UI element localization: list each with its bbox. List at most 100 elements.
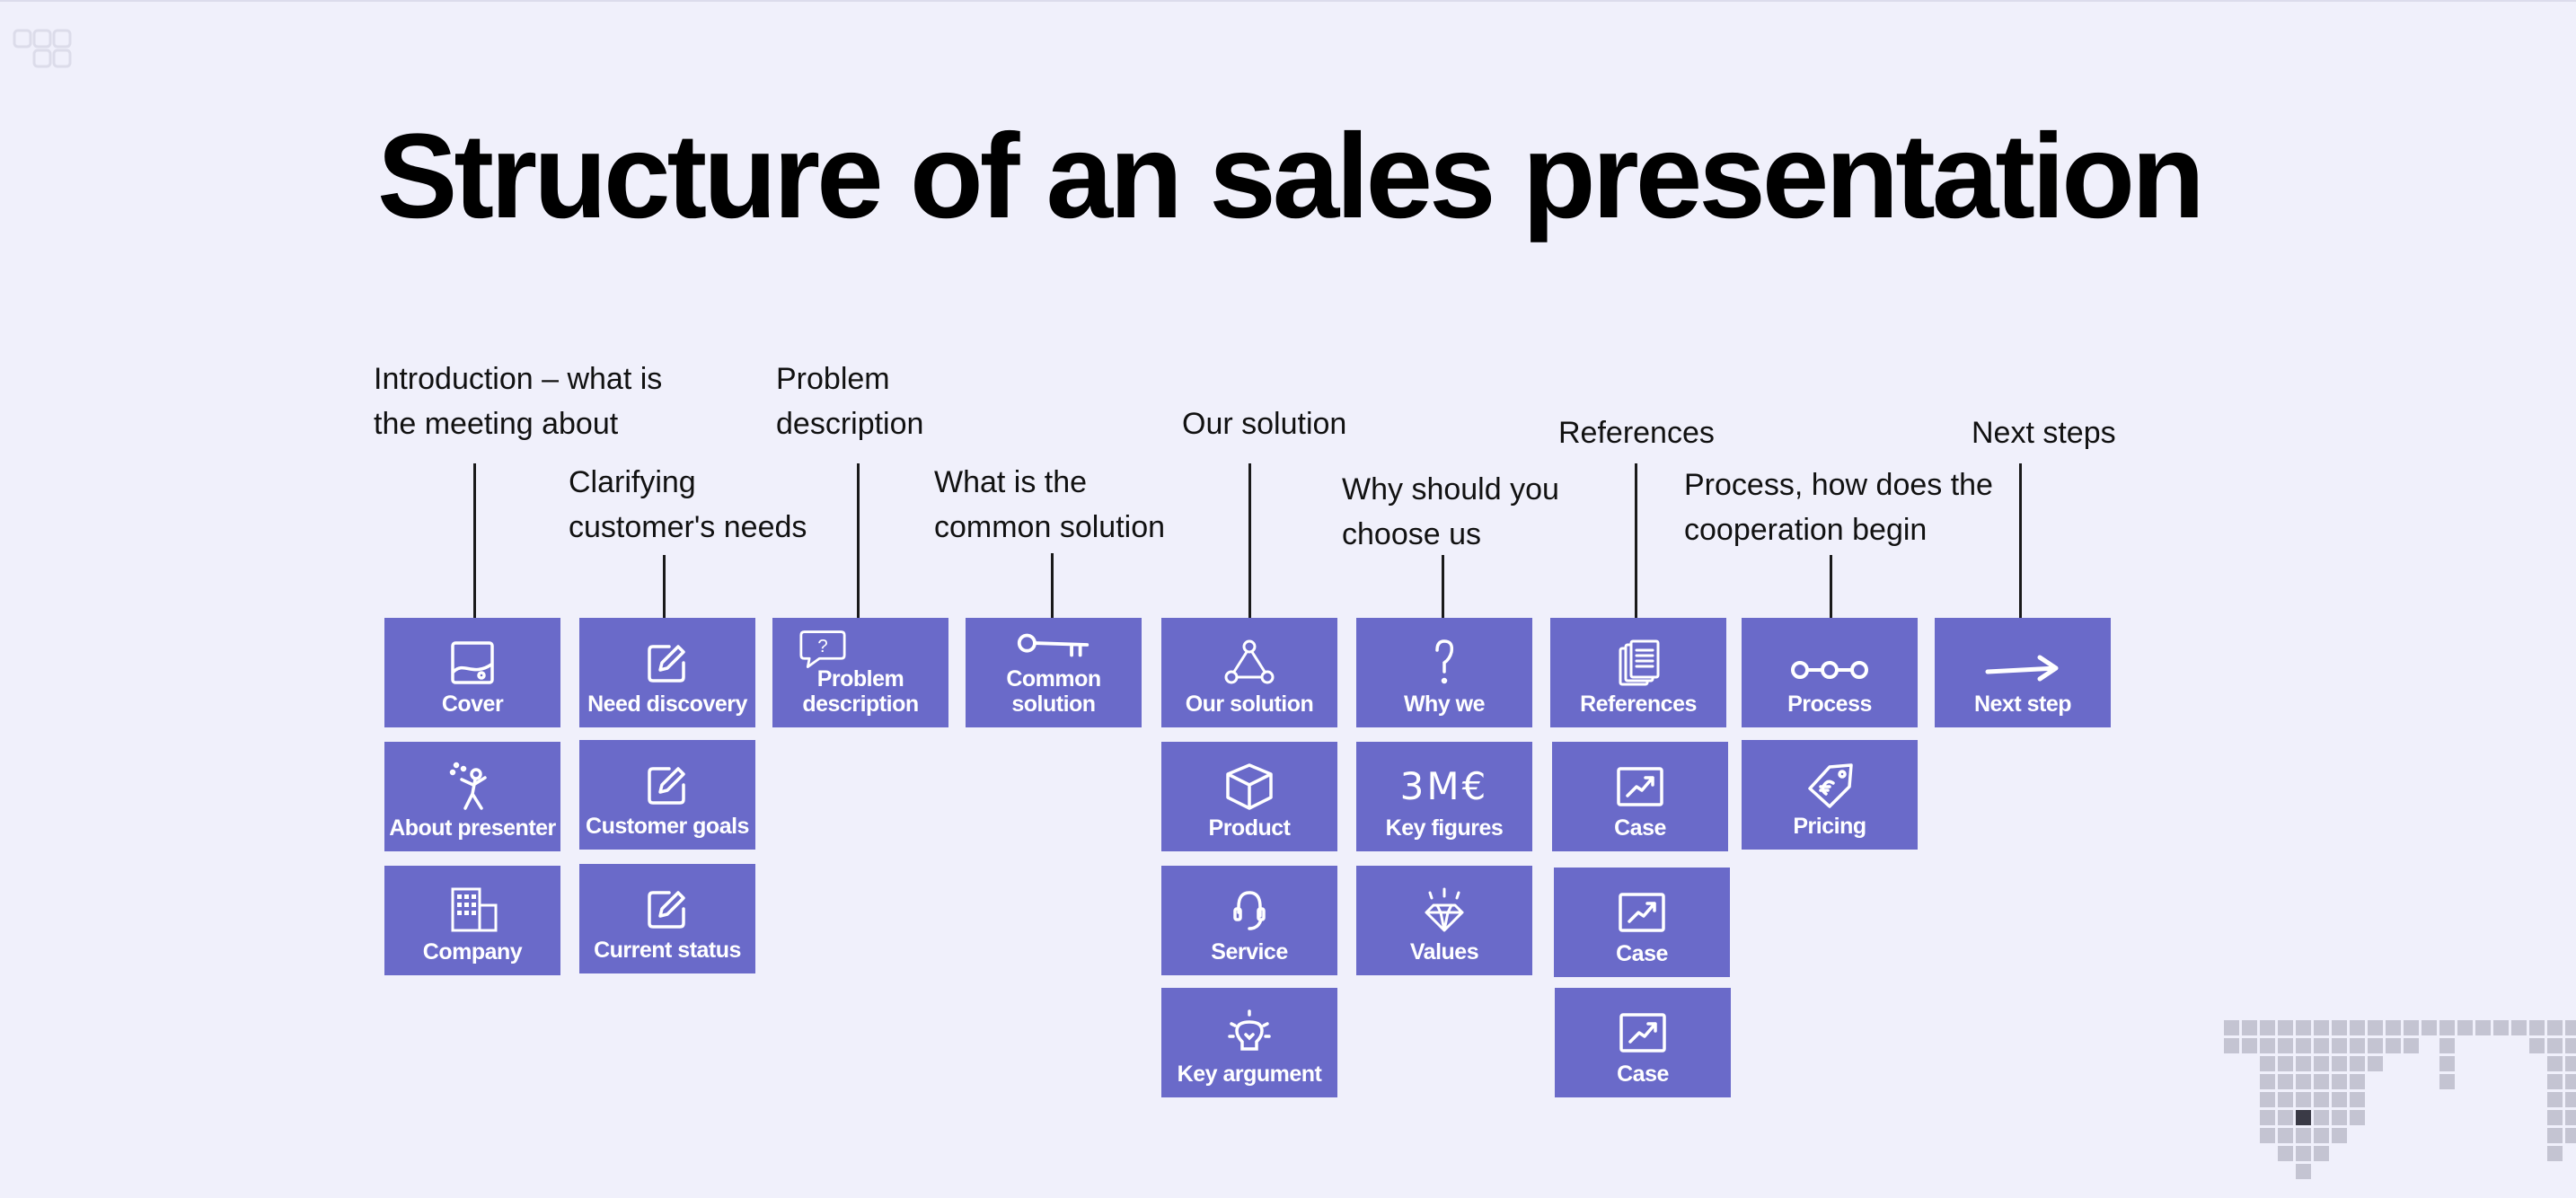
pixel-square <box>2296 1110 2311 1125</box>
documents-icon <box>1619 639 1660 686</box>
pixel-square <box>2224 1038 2239 1053</box>
pixel-square <box>2260 1038 2275 1053</box>
pixel-square <box>2493 1020 2509 1035</box>
tile-label: Cover <box>441 691 504 717</box>
tile-references[interactable]: References <box>1550 618 1726 727</box>
pixel-square <box>2260 1020 2275 1035</box>
label-why-choose-us: Why should you choose us <box>1342 472 1559 551</box>
pixel-square <box>2278 1074 2293 1089</box>
pixel-square <box>2547 1020 2563 1035</box>
pixel-square <box>2296 1128 2311 1143</box>
pixel-square <box>2439 1074 2455 1089</box>
tile-label: Next step <box>1973 691 2072 717</box>
tile-key-figures[interactable]: 3M€ Key figures <box>1356 742 1532 851</box>
pixel-square <box>2296 1092 2311 1107</box>
tile-label: References <box>1580 691 1697 717</box>
tile-label: Key figures <box>1385 815 1504 841</box>
tile-label: Current status <box>594 938 741 963</box>
connector-common <box>1051 553 1054 618</box>
pixel-square <box>2565 1092 2576 1107</box>
triangle-nodes-icon <box>1224 639 1275 684</box>
tile-case-1[interactable]: Case <box>1552 742 1728 851</box>
tile-case-2[interactable]: Case <box>1554 868 1730 977</box>
pixel-square <box>2350 1020 2365 1035</box>
tile-label: Customer goals <box>586 814 749 839</box>
tile-our-solution[interactable]: Our solution <box>1161 618 1337 727</box>
pixel-square <box>2332 1020 2347 1035</box>
label-common-solution: What is the common solution <box>934 465 1166 544</box>
tile-need-discovery[interactable]: Need discovery <box>579 618 755 727</box>
tile-problem-description[interactable]: ? Problem description <box>772 618 948 727</box>
tile-customer-goals[interactable]: Customer goals <box>579 740 755 850</box>
pixel-square <box>2350 1074 2365 1089</box>
juggler-icon <box>449 762 487 810</box>
tile-company[interactable]: Company <box>384 866 560 975</box>
pixel-square <box>2350 1056 2365 1071</box>
headset-icon <box>1233 891 1266 930</box>
pixel-square <box>2314 1074 2329 1089</box>
pixel-square <box>2457 1020 2473 1035</box>
label-our-solution: Our solution <box>1182 407 1347 441</box>
connector-process <box>1830 555 1832 618</box>
tile-label: Case <box>1614 815 1666 841</box>
pixel-square <box>2422 1020 2437 1035</box>
pixel-square <box>2350 1110 2365 1125</box>
pixel-square <box>2242 1020 2257 1035</box>
pixel-square <box>2314 1056 2329 1071</box>
chart-up-icon <box>1619 893 1665 932</box>
pixel-square <box>2278 1092 2293 1107</box>
pixel-square <box>2368 1020 2383 1035</box>
tile-label: Key argument <box>1177 1061 1322 1087</box>
pixel-square <box>2547 1128 2563 1143</box>
tile-about-presenter[interactable]: About presenter <box>384 742 560 851</box>
pixel-square <box>2565 1074 2576 1089</box>
tile-process[interactable]: Process <box>1742 618 1918 727</box>
pixel-square <box>2565 1056 2576 1071</box>
tile-key-argument[interactable]: Key argument <box>1161 988 1337 1097</box>
pixel-square <box>2296 1164 2311 1179</box>
pixel-square <box>2332 1092 2347 1107</box>
connector-next-steps <box>2019 463 2022 618</box>
tile-product[interactable]: Product <box>1161 742 1337 851</box>
label-problem: Problem description <box>776 362 924 441</box>
pixel-square <box>2565 1020 2576 1035</box>
pixel-square <box>2260 1092 2275 1107</box>
page-title: Structure of an sales presentation <box>377 110 2205 243</box>
top-border <box>0 0 2576 2</box>
pixel-square <box>2565 1110 2576 1125</box>
pixel-square <box>2314 1146 2329 1161</box>
pixel-square <box>2475 1020 2491 1035</box>
pixel-square <box>2332 1128 2347 1143</box>
tile-why-we[interactable]: Why we <box>1356 618 1532 727</box>
label-references: References <box>1558 416 1715 450</box>
pixel-square <box>2439 1056 2455 1071</box>
tile-cover[interactable]: Cover <box>384 618 560 727</box>
pixel-square <box>2547 1092 2563 1107</box>
tile-label: Values <box>1409 939 1479 965</box>
tile-values[interactable]: Values <box>1356 866 1532 975</box>
tile-common-solution[interactable]: Common solution <box>966 618 1142 727</box>
pixel-square <box>2296 1038 2311 1053</box>
tile-label: Common solution <box>1006 666 1101 717</box>
pixel-square <box>2242 1038 2257 1053</box>
connector-references <box>1635 463 1637 618</box>
label-introduction: Introduction – what is the meeting about <box>374 362 663 441</box>
tile-label: Product <box>1208 815 1291 841</box>
tile-current-status[interactable]: Current status <box>579 864 755 973</box>
tile-pricing[interactable]: Pricing <box>1742 740 1918 850</box>
pixel-square <box>2278 1110 2293 1125</box>
pixel-square <box>2260 1056 2275 1071</box>
tile-label: Problem description <box>802 666 919 717</box>
pixel-square <box>2314 1092 2329 1107</box>
pixel-square <box>2386 1020 2401 1035</box>
diamond-icon <box>1425 887 1464 932</box>
tile-service[interactable]: Service <box>1161 866 1337 975</box>
tile-next-step[interactable]: Next step <box>1935 618 2111 727</box>
tile-label: Company <box>422 939 523 965</box>
tile-case-3[interactable]: Case <box>1555 988 1731 1097</box>
pixel-square <box>2314 1128 2329 1143</box>
pixel-square <box>2296 1056 2311 1071</box>
pixel-square <box>2529 1038 2545 1053</box>
connector-problem <box>857 463 860 618</box>
picture-icon <box>451 641 494 684</box>
